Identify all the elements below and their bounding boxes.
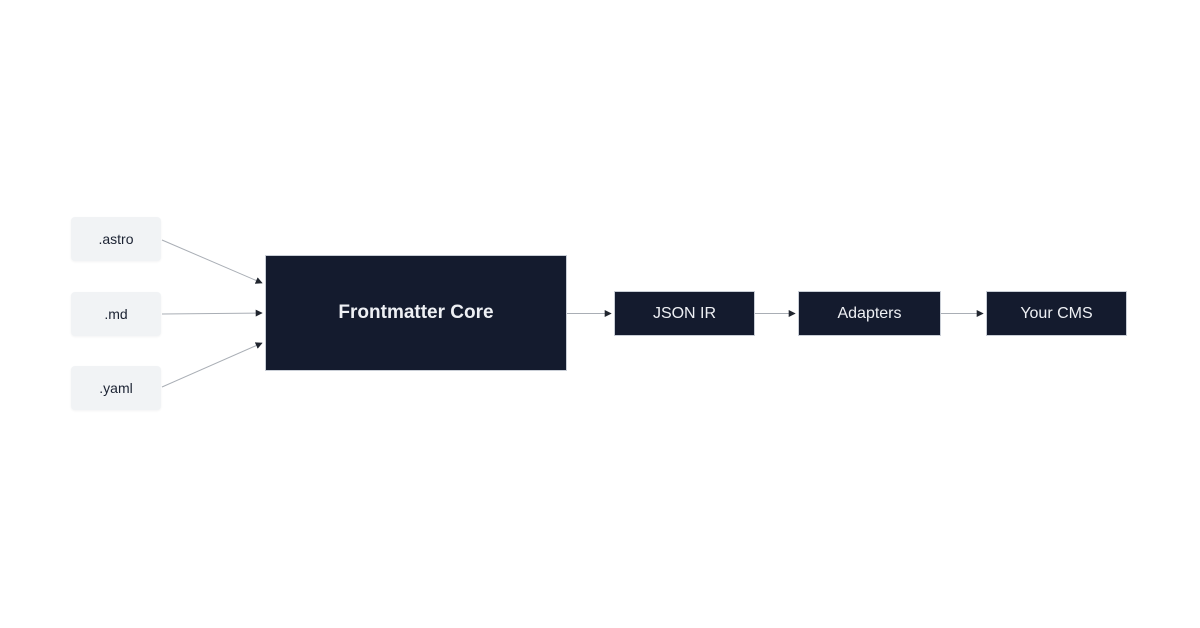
node-your-cms-label: Your CMS [1020, 304, 1093, 322]
node-astro: .astro [71, 217, 161, 261]
arrow-md-to-core [161, 309, 263, 317]
node-astro-label: .astro [98, 231, 134, 247]
arrow-astro-to-core [161, 239, 263, 284]
node-md-label: .md [104, 306, 128, 322]
node-frontmatter-core: Frontmatter Core [265, 255, 567, 371]
node-json-ir: JSON IR [614, 291, 755, 336]
node-yaml: .yaml [71, 366, 161, 410]
node-json-ir-label: JSON IR [652, 304, 717, 322]
node-md: .md [71, 292, 161, 336]
node-yaml-label: .yaml [99, 380, 133, 396]
node-adapters-label: Adapters [837, 304, 902, 322]
node-frontmatter-core-label: Frontmatter Core [338, 302, 494, 323]
node-adapters: Adapters [798, 291, 941, 336]
arrow-yaml-to-core [161, 342, 263, 388]
node-your-cms: Your CMS [986, 291, 1127, 336]
